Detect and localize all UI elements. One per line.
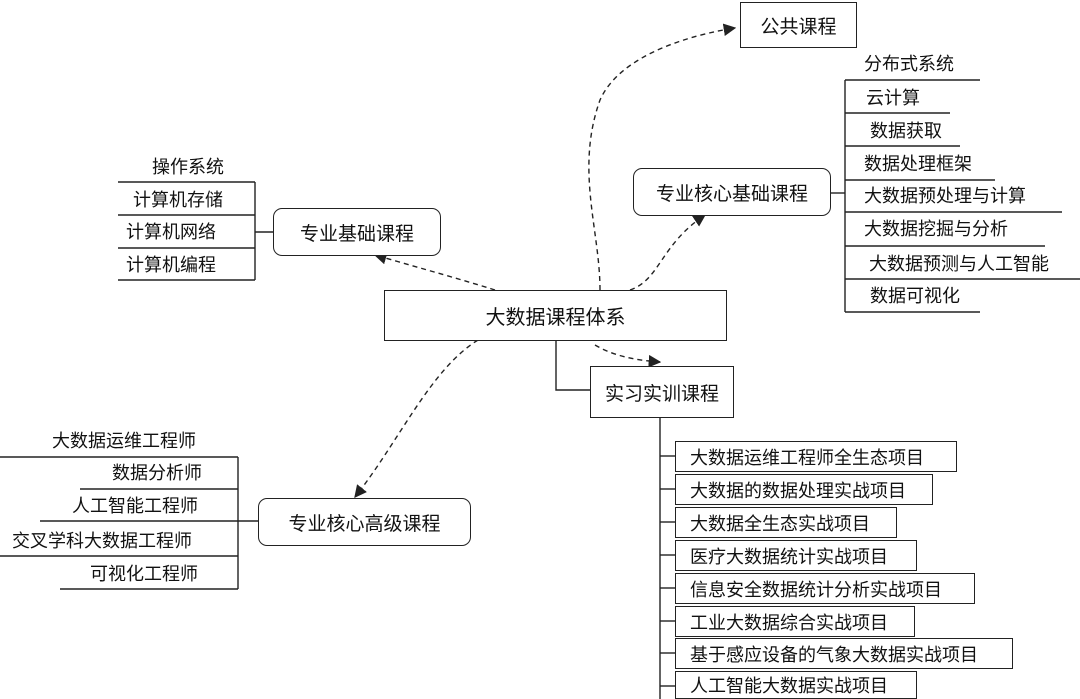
arrow-to-advanced: [354, 339, 479, 498]
practice-item: 工业大数据综合实战项目: [675, 606, 915, 637]
basic-item: 计算机网络: [126, 222, 216, 243]
advanced-item: 交叉学科大数据工程师: [12, 531, 192, 552]
basic-item: 操作系统: [152, 157, 224, 178]
practice-item: 人工智能大数据实战项目: [675, 671, 917, 699]
advanced-item: 人工智能工程师: [72, 496, 198, 517]
advanced-course-node: 专业核心高级课程: [258, 498, 471, 546]
core-basic-item: 数据可视化: [870, 286, 960, 307]
advanced-item: 可视化工程师: [90, 564, 198, 585]
practice-branch-lines: [659, 418, 675, 699]
center-node: 大数据课程体系: [384, 290, 727, 341]
arrow-to-practice: [594, 344, 662, 368]
advanced-item: 数据分析师: [112, 463, 202, 484]
practice-item: 医疗大数据统计实战项目: [675, 540, 917, 571]
core-basic-item: 大数据挖掘与分析: [864, 219, 1008, 240]
core-basic-item: 分布式系统: [864, 54, 954, 75]
arrow-to-basic: [373, 252, 496, 291]
core-basic-item: 数据获取: [870, 121, 942, 142]
core-basic-course-node: 专业核心基础课程: [633, 168, 831, 216]
core-basic-item: 大数据预处理与计算: [864, 186, 1026, 207]
core-basic-item: 云计算: [866, 88, 920, 109]
practice-item: 大数据全生态实战项目: [675, 507, 897, 538]
arrow-to-public: [588, 23, 737, 291]
core-basic-branch-lines: [831, 79, 1080, 313]
practice-course-node: 实习实训课程: [590, 366, 734, 418]
advanced-item: 大数据运维工程师: [52, 431, 196, 452]
practice-item: 大数据运维工程师全生态项目: [675, 441, 957, 472]
connector-center-practice: [555, 340, 590, 391]
core-basic-item: 数据处理框架: [864, 154, 972, 175]
advanced-branch-lines: [0, 456, 258, 590]
arrow-to-core-basic: [629, 214, 707, 291]
core-basic-item: 大数据预测与人工智能: [869, 254, 1049, 275]
practice-item: 大数据的数据处理实战项目: [675, 474, 933, 505]
basic-item: 计算机存储: [133, 190, 223, 211]
practice-item: 基于感应设备的气象大数据实战项目: [675, 638, 1013, 669]
basic-item: 计算机编程: [126, 255, 216, 276]
basic-course-node: 专业基础课程: [273, 208, 441, 256]
basic-branch-lines: [118, 181, 273, 281]
public-course-node: 公共课程: [740, 2, 857, 48]
practice-item: 信息安全数据统计分析实战项目: [675, 573, 975, 604]
